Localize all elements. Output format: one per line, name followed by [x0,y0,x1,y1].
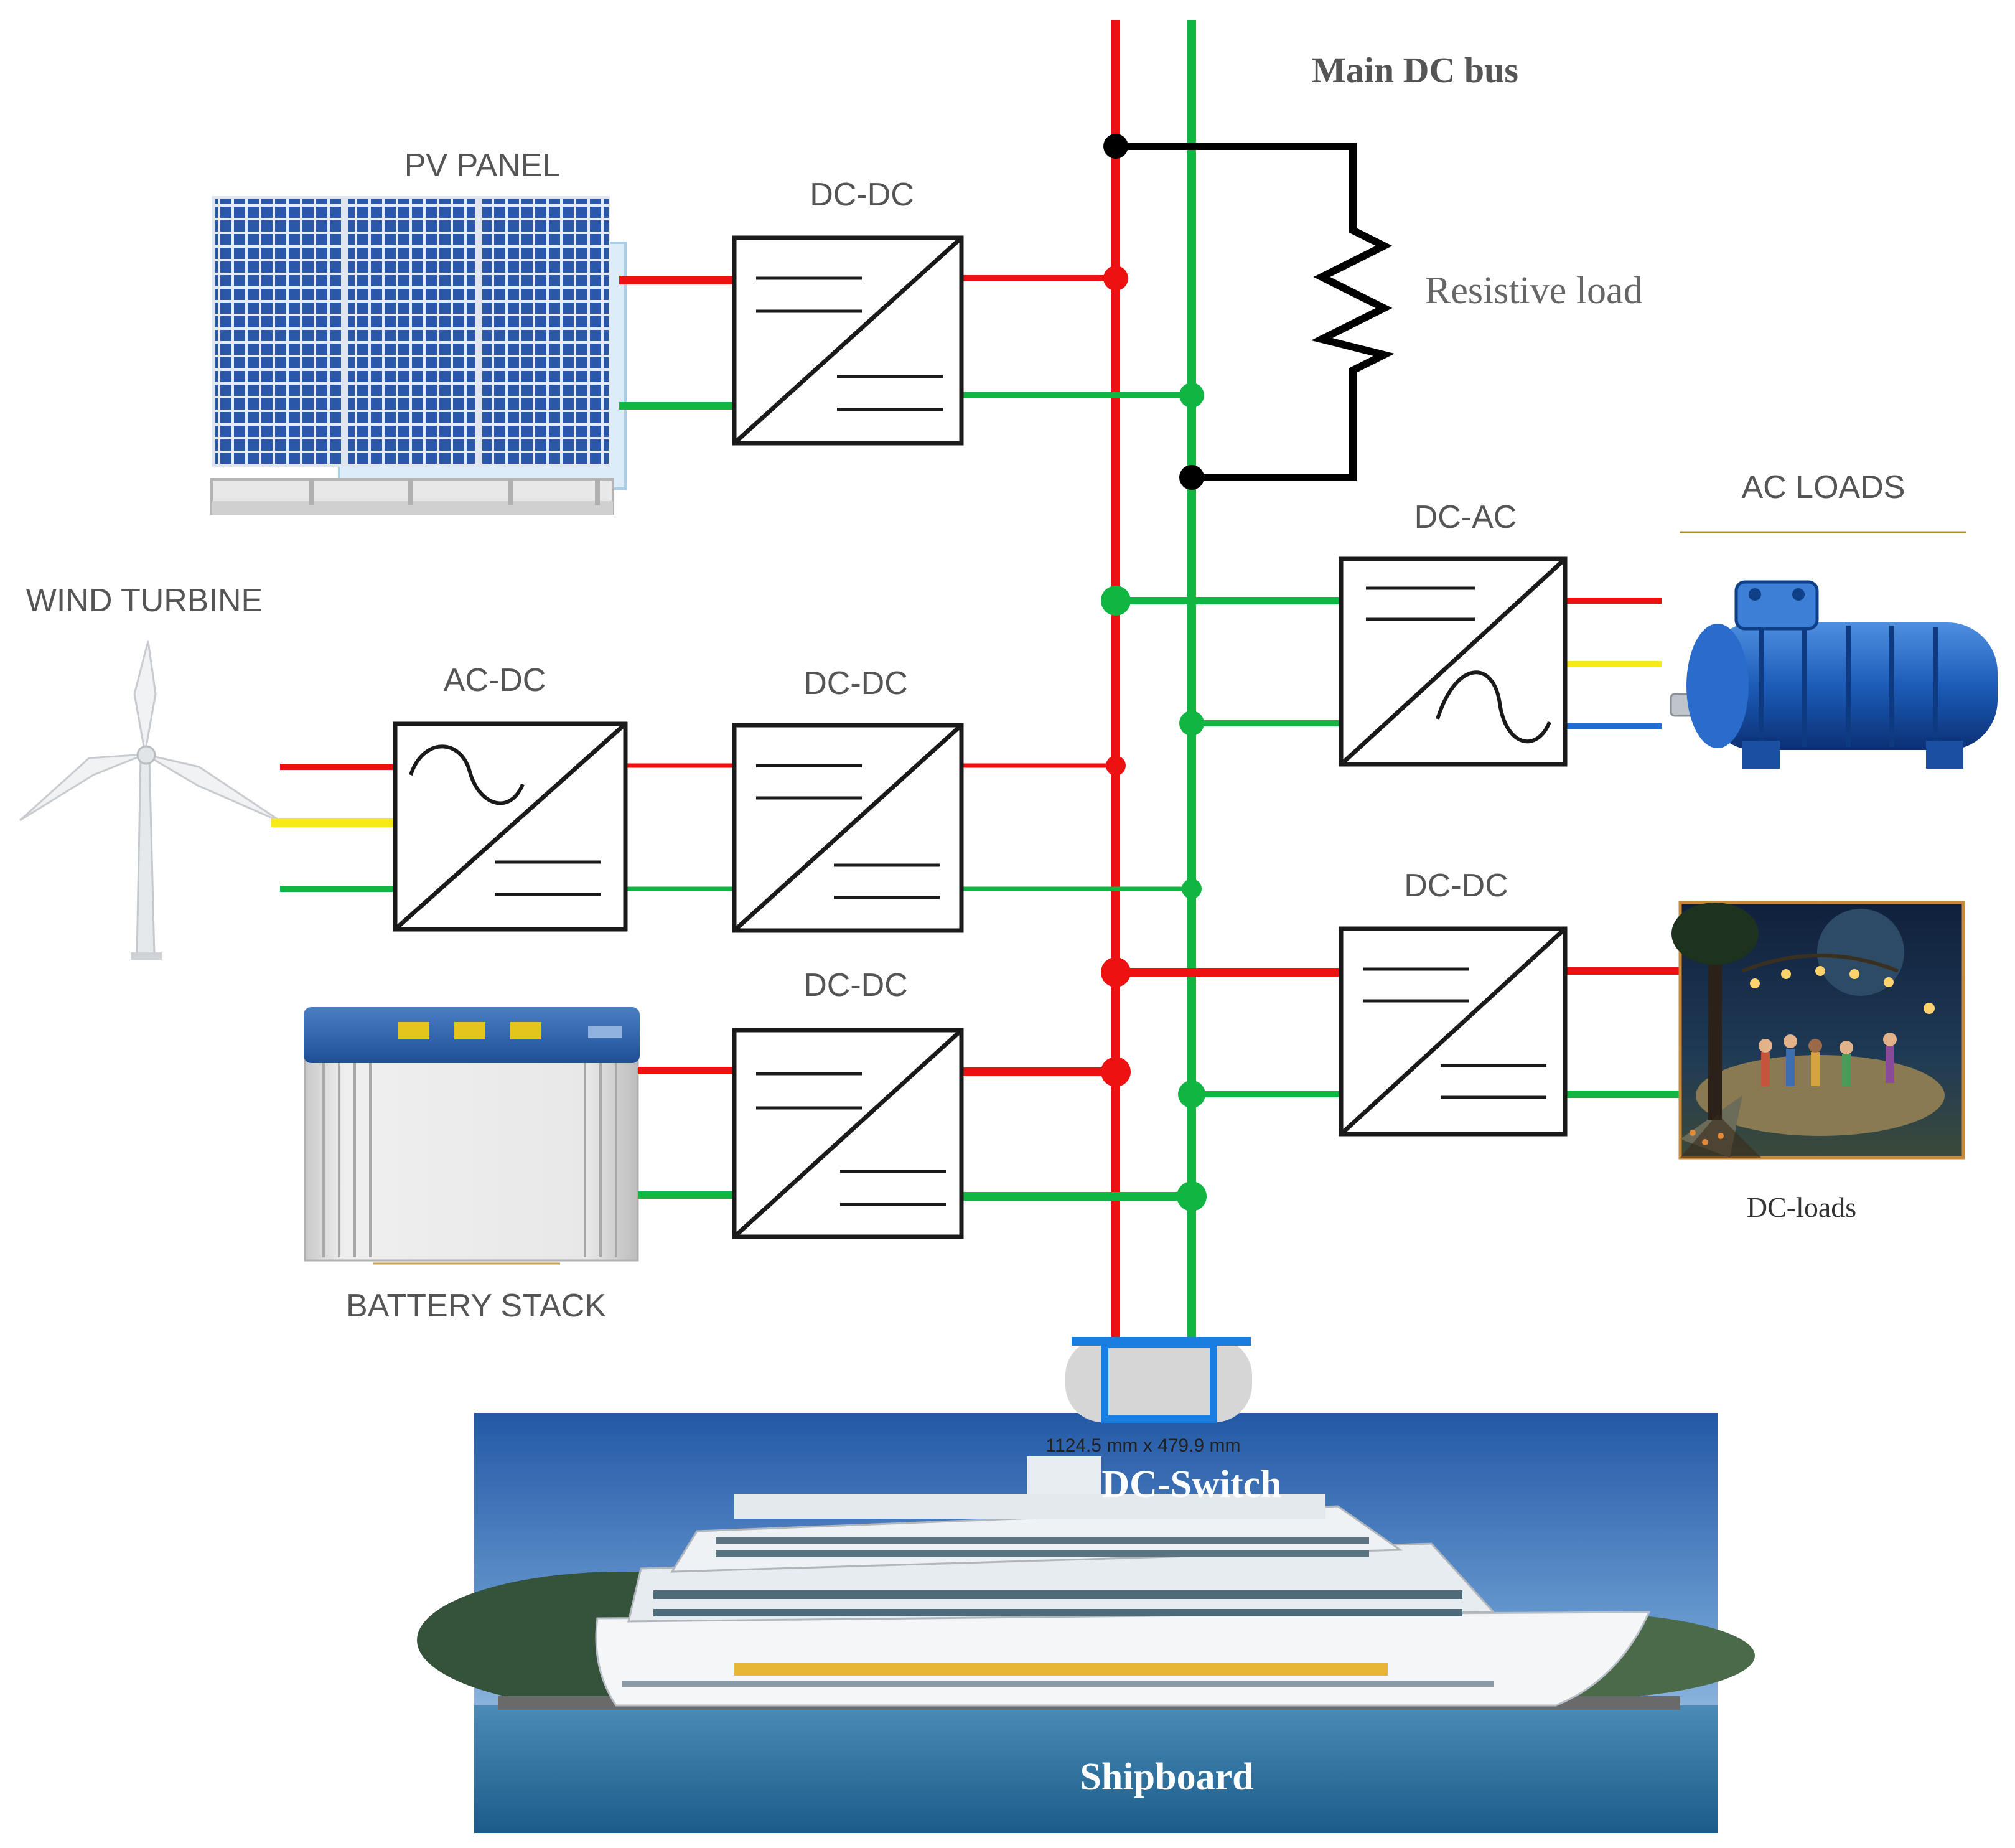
dc-dc-converter-pv [732,235,964,446]
dc-switch-label: DC-Switch [1101,1463,1281,1506]
dc-ac-label: DC-AC [1414,499,1517,535]
dc-dc-converter-loads [1339,926,1568,1137]
ac-dc-rectifier [393,721,628,932]
junction-dot [1179,711,1204,736]
wind-turbine-icon [19,640,284,960]
main-dc-bus [1111,20,1196,1339]
ac-dc-label: AC-DC [444,662,546,698]
main-dc-bus-label: Main DC bus [1312,50,1518,90]
dc-dc-converter-battery [732,1028,964,1239]
resistive-load-label: Resistive load [1425,270,1643,312]
ac-loads-label: AC LOADS [1742,469,1905,505]
junction-dot [1101,957,1131,987]
dc-dc-wind-label: DC-DC [803,665,908,701]
junction-dot [1103,266,1128,291]
dc-dc-converter-wind [732,723,964,933]
resistive-load-loop [1116,143,1395,481]
junction-dot [1179,383,1204,408]
shipboard-label: Shipboard [1080,1756,1253,1798]
junction-dot [1101,1057,1131,1087]
junction-dot [1106,756,1126,776]
dc-dc-pv-label: DC-DC [810,177,914,213]
dc-switch [1065,1337,1252,1423]
switch-dimensions-label: 1124.5 mm x 479.9 mm [1046,1435,1241,1456]
resistive-load [1103,134,1395,490]
pv-panel-label: PV PANEL [404,148,560,184]
cruise-ship-icon [417,1413,1755,1833]
junction-dot [1103,134,1128,159]
junction-dot [1179,465,1204,490]
solar-panel-icon [210,196,627,515]
electric-motor-icon [1670,580,1998,769]
dc-loads-scene-icon [1671,901,1965,1160]
dc-dc-loads-label: DC-DC [1404,868,1508,904]
junction-dot [1182,879,1202,899]
dc-dc-battery-label: DC-DC [803,967,908,1003]
junction-dot [1101,586,1131,616]
battery-stack-label: BATTERY STACK [346,1288,606,1324]
dc-loads-label: DC-loads [1747,1191,1856,1223]
battery-icon [304,1007,640,1265]
junction-dot [1177,1181,1207,1211]
junction-dot [1178,1081,1205,1108]
dc-ac-inverter [1339,556,1568,767]
wind-turbine-label: WIND TURBINE [26,583,263,619]
